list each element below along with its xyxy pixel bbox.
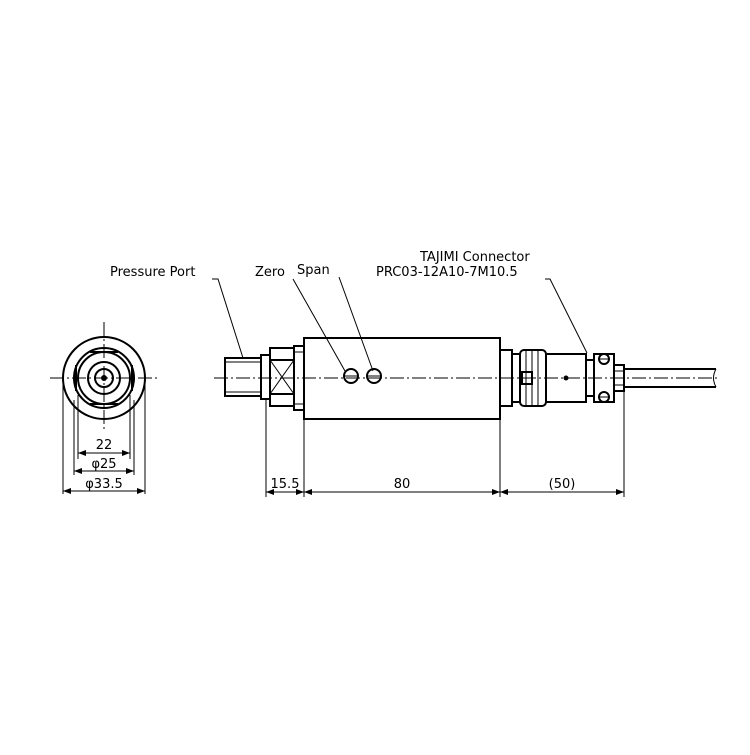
dimension-22: 22 — [78, 438, 130, 456]
dimension-phi33-5-label: φ33.5 — [85, 477, 123, 492]
connector-leader — [545, 278, 588, 354]
dimension-phi25-label: φ25 — [91, 457, 116, 472]
dimension-22-label: 22 — [96, 438, 113, 453]
dimension-80: 80 — [304, 477, 500, 495]
port-mid-circle — [87, 361, 121, 395]
port-outer-circle — [73, 347, 135, 409]
dimension-80-label: 80 — [394, 477, 411, 492]
connector-title-label: TAJIMI Connector — [419, 250, 530, 265]
dimension-15-5-label: 15.5 — [271, 477, 300, 492]
dimension-15-5: 15.5 — [266, 477, 304, 495]
tajimi-connector — [500, 349, 625, 407]
dimension-phi33-5: φ33.5 — [63, 477, 145, 494]
transducer-body — [303, 337, 501, 420]
span-label: Span — [297, 263, 330, 278]
span-leader — [338, 276, 374, 372]
zero-label: Zero — [255, 265, 285, 280]
end-view: 22 φ25 φ33.5 — [50, 322, 160, 494]
dimension-50: (50) — [500, 477, 624, 495]
zero-leader — [292, 278, 346, 372]
pressure-port-label: Pressure Port — [110, 265, 195, 280]
port-bore-circle — [94, 368, 114, 388]
side-view: Pressure Port Zero Span TAJIMI Connector… — [110, 250, 720, 497]
connector-part-label: PRC03-12A10-7M10.5 — [376, 265, 518, 280]
outer-body-circle — [62, 336, 146, 420]
pressure-port-leader — [212, 278, 244, 359]
dimension-phi25: φ25 — [74, 457, 134, 474]
cable — [624, 368, 717, 388]
dimension-50-label: (50) — [549, 477, 576, 492]
port-hole — [101, 375, 107, 381]
